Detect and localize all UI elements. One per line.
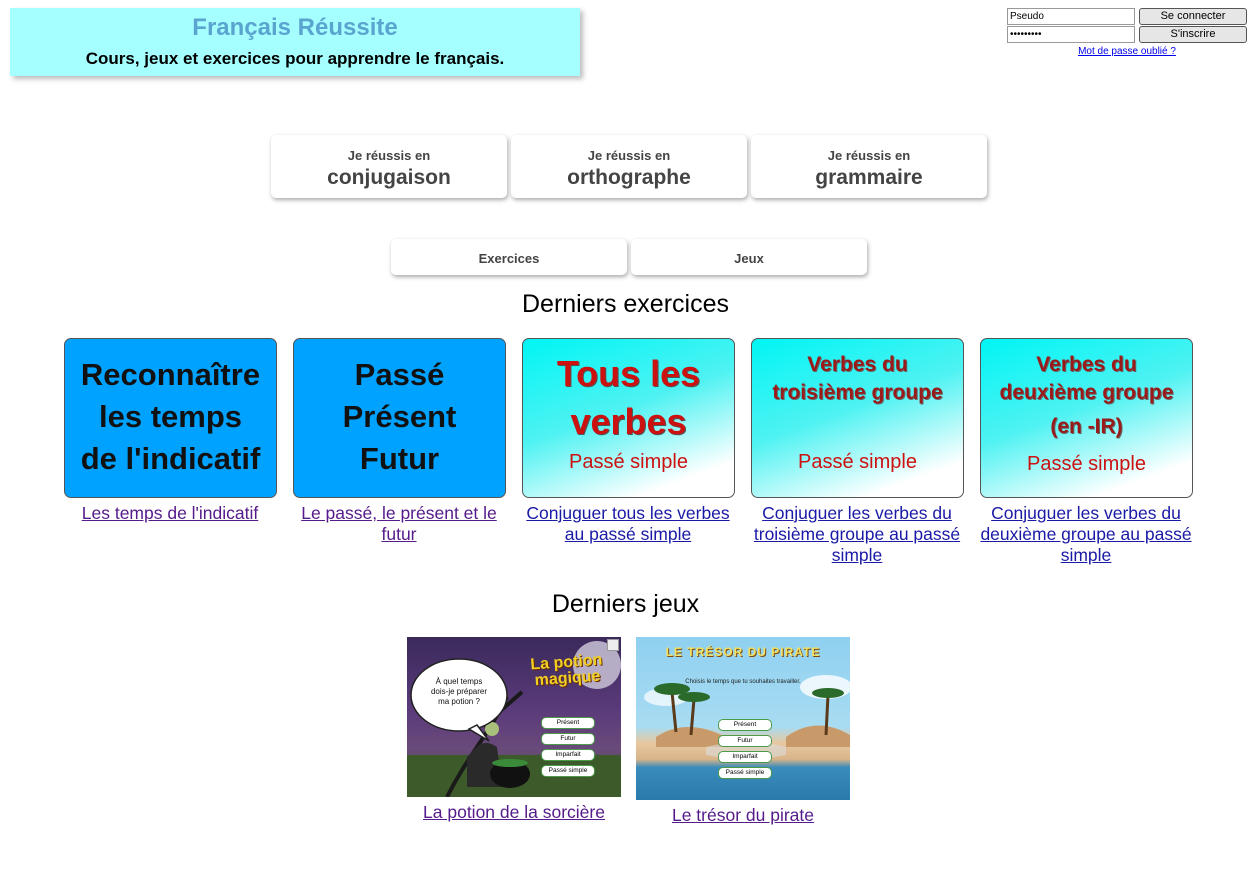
card-line: Passé: [354, 357, 445, 392]
topic-prefix: Je réussis en: [347, 148, 431, 163]
site-header: Français Réussite Cours, jeux et exercic…: [10, 8, 580, 76]
exercises-section-title: Derniers exercices: [521, 290, 729, 318]
card-line: deuxième groupe: [999, 381, 1174, 404]
card-line: Futur: [359, 441, 440, 476]
card-line: les temps: [98, 399, 242, 434]
exercise-card-deuxieme-groupe[interactable]: Verbes du deuxième groupe (en -IR) Passé…: [980, 338, 1193, 498]
site-subtitle: Cours, jeux et exercices pour apprendre …: [85, 49, 505, 68]
game-prompt: Choisis le temps que tu souhaites travai…: [685, 679, 801, 685]
speech-bubble: À quel temps dois-je préparer ma potion …: [411, 677, 507, 707]
exercise-card-passe-present-futur[interactable]: Passé Présent Futur: [293, 338, 506, 498]
login-button[interactable]: Se connecter: [1139, 8, 1247, 25]
topic-prefix: Je réussis en: [827, 148, 911, 163]
card-tense: Passé simple: [798, 451, 917, 473]
card-tense: Passé simple: [1027, 453, 1146, 475]
username-input[interactable]: [1007, 8, 1135, 25]
exercise-link-tous-verbes[interactable]: Conjuguer tous les verbes au passé simpl…: [526, 503, 730, 544]
game-link-pirate[interactable]: Le trésor du pirate: [671, 805, 815, 825]
option-futur: Futur: [718, 735, 772, 747]
site-title[interactable]: Français Réussite: [192, 14, 398, 41]
bubble-line: ma potion ?: [438, 697, 480, 706]
topic-label: conjugaison: [327, 166, 451, 189]
card-line: Verbes du: [807, 353, 908, 376]
game-logo: LE TRÉSOR DU PIRATE: [665, 645, 821, 659]
exercise-card-troisieme-groupe[interactable]: Verbes du troisième groupe Passé simple: [751, 338, 964, 498]
topic-prefix: Je réussis en: [587, 148, 671, 163]
register-button[interactable]: S'inscrire: [1139, 26, 1247, 43]
fullscreen-icon[interactable]: [607, 639, 619, 651]
game-logo: La potion magique: [518, 652, 616, 691]
forgot-password-link[interactable]: Mot de passe oublié ?: [1078, 46, 1176, 57]
option-futur: Futur: [541, 733, 595, 745]
topic-label: orthographe: [567, 166, 691, 189]
card-line: troisième groupe: [772, 381, 943, 404]
exercise-link-deuxieme-groupe[interactable]: Conjuguer les verbes du deuxième groupe …: [980, 503, 1192, 565]
option-imparfait: Imparfait: [718, 751, 772, 763]
option-present: Présent: [718, 719, 772, 731]
password-input[interactable]: [1007, 26, 1135, 43]
bubble-line: À quel temps: [435, 677, 483, 686]
card-line: Présent: [342, 399, 457, 434]
exercise-card-indicatif[interactable]: Reconnaître les temps de l'indicatif: [64, 338, 277, 498]
card-line: de l'indicatif: [80, 441, 261, 476]
game-link-potion[interactable]: La potion de la sorcière: [423, 802, 605, 822]
topic-orthographe-button[interactable]: Je réussis en orthographe: [511, 135, 747, 198]
card-tense: Passé simple: [569, 451, 688, 473]
game-thumbnail-potion[interactable]: À quel temps dois-je préparer ma potion …: [407, 637, 621, 797]
option-passe-simple: Passé simple: [541, 765, 595, 777]
game-thumbnail-pirate[interactable]: LE TRÉSOR DU PIRATE Choisis le temps que…: [636, 637, 850, 800]
card-line: Reconnaître: [80, 357, 261, 392]
exercise-link-troisieme-groupe[interactable]: Conjuguer les verbes du troisième groupe…: [753, 503, 961, 565]
games-section-title: Derniers jeux: [551, 590, 700, 618]
option-passe-simple: Passé simple: [718, 767, 772, 779]
tab-exercices[interactable]: Exercices: [391, 239, 627, 275]
card-line: Tous les: [556, 353, 701, 394]
option-present: Présent: [541, 717, 595, 729]
topic-grammaire-button[interactable]: Je réussis en grammaire: [751, 135, 987, 198]
exercise-card-tous-verbes[interactable]: Tous les verbes Passé simple: [522, 338, 735, 498]
bubble-line: dois-je préparer: [430, 687, 488, 696]
login-form: Se connecter S'inscrire: [1007, 8, 1247, 60]
topic-conjugaison-button[interactable]: Je réussis en conjugaison: [271, 135, 507, 198]
card-line: verbes: [570, 401, 687, 442]
exercise-link-passe-present-futur[interactable]: Le passé, le présent et le futur: [301, 503, 497, 544]
topic-label: grammaire: [815, 166, 923, 189]
exercise-link-indicatif[interactable]: Les temps de l'indicatif: [81, 503, 259, 523]
option-imparfait: Imparfait: [541, 749, 595, 761]
card-line: (en -IR): [1050, 415, 1123, 438]
card-line: Verbes du: [1036, 353, 1137, 376]
tab-jeux[interactable]: Jeux: [631, 239, 867, 275]
